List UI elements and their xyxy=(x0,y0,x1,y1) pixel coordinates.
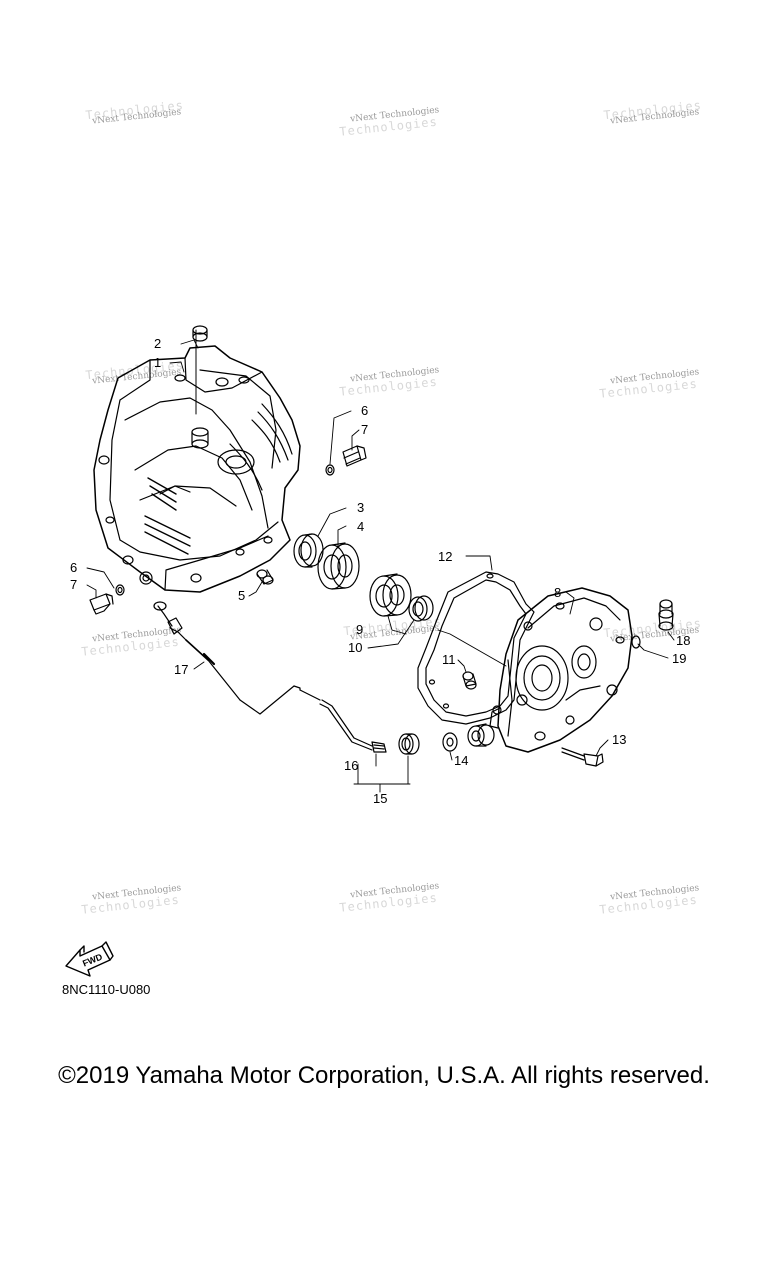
callout-5: 5 xyxy=(238,588,245,603)
drain-plug xyxy=(631,599,674,649)
callout-7-lower: 7 xyxy=(70,577,77,592)
callout-10: 10 xyxy=(348,640,362,655)
callout-6-lower: 6 xyxy=(70,560,77,575)
oil-seal-small xyxy=(408,595,434,622)
callout-11: 11 xyxy=(442,652,456,667)
callout-17: 17 xyxy=(174,662,188,677)
bolt-cover xyxy=(561,747,604,767)
callout-2: 2 xyxy=(154,336,161,351)
bearing-small xyxy=(369,573,412,617)
bolt-lower xyxy=(89,571,153,615)
callout-6: 6 xyxy=(361,403,368,418)
dipstick xyxy=(153,601,387,753)
bolt-upper xyxy=(325,445,367,476)
callout-3: 3 xyxy=(357,500,364,515)
callout-18: 18 xyxy=(676,633,690,648)
callout-8: 8 xyxy=(554,585,561,600)
callout-9: 9 xyxy=(356,622,363,637)
copyright-notice: ©2019 Yamaha Motor Corporation, U.S.A. A… xyxy=(58,1062,710,1089)
crankcase xyxy=(93,325,301,593)
diagram-code: 8NC1110-U080 xyxy=(62,982,151,997)
callout-19: 19 xyxy=(672,651,686,666)
callout-16: 16 xyxy=(344,758,358,773)
callout-7: 7 xyxy=(361,422,368,437)
callout-12: 12 xyxy=(438,549,452,564)
callout-labels: 1 2 3 4 5 6 7 6 7 8 9 10 11 12 13 14 15 … xyxy=(70,336,690,806)
callout-15: 15 xyxy=(373,791,387,806)
callout-4: 4 xyxy=(357,519,364,534)
fwd-arrow-icon: FWD xyxy=(65,941,114,977)
oil-seal-level xyxy=(398,733,420,755)
callout-1: 1 xyxy=(154,355,161,370)
dowel-pin xyxy=(256,569,274,585)
collar xyxy=(467,723,495,747)
callout-14: 14 xyxy=(454,753,468,768)
washer-14 xyxy=(442,732,458,752)
leader-lines xyxy=(86,339,675,793)
dowel-pin-cover xyxy=(462,671,477,690)
crankcase-cover xyxy=(489,587,633,753)
callout-13: 13 xyxy=(612,732,626,747)
bearing-large xyxy=(317,542,360,590)
